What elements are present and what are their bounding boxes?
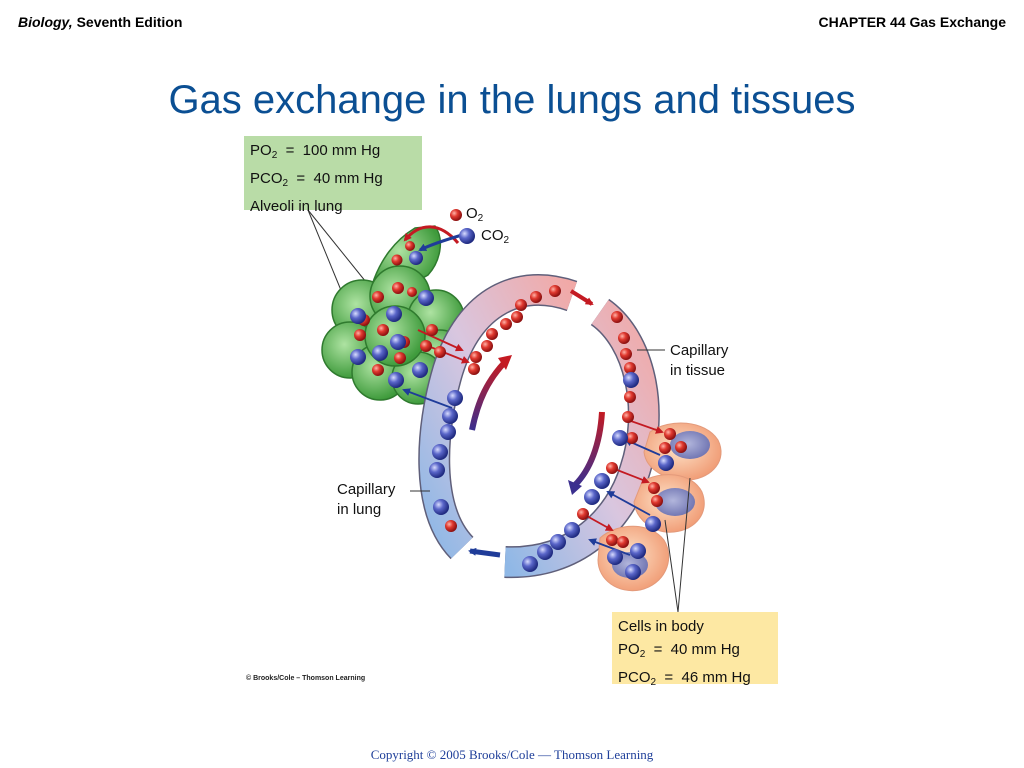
book-title-italic: Biology, — [18, 14, 73, 30]
lung-box-pointers — [307, 209, 367, 301]
o2-legend-icon — [450, 209, 462, 221]
lung-diffusion-arrows — [402, 225, 470, 409]
body-po2-line: PO2 = 40 mm Hg — [618, 641, 740, 660]
book-edition: Seventh Edition — [72, 14, 183, 30]
slide-title: Gas exchange in the lungs and tissues — [168, 78, 856, 122]
body-pco2-line: PCO2 = 46 mm Hg — [618, 669, 751, 688]
copyright-footer: Copyright © 2005 Brooks/Cole — Thomson L… — [370, 747, 654, 762]
co2-legend-icon — [459, 228, 475, 244]
lung-po2-line: PO2 = 100 mm Hg — [250, 142, 381, 161]
co2-legend-label: CO2 — [481, 227, 510, 246]
co2-molecules — [350, 251, 674, 580]
chapter-title: CHAPTER 44 Gas Exchange — [818, 14, 1006, 30]
body-partial-pressure-box: Cells in body PO2 = 40 mm Hg PCO2 = 46 m… — [612, 612, 778, 688]
lung-partial-pressure-box: PO2 = 100 mm Hg PCO2 = 40 mm Hg Alveoli … — [244, 136, 422, 215]
lung-caption: Alveoli in lung — [250, 198, 343, 215]
book-title: Biology, Seventh Edition — [18, 14, 182, 30]
o2-legend-label: O2 — [466, 205, 484, 224]
flow-arrow-up — [469, 359, 508, 431]
image-credit: © Brooks/Cole – Thomson Learning — [246, 675, 366, 682]
capillary-loop — [418, 274, 660, 579]
body-caption: Cells in body — [618, 618, 704, 635]
body-box-pointers — [664, 477, 691, 613]
flow-arrow-down — [572, 411, 605, 488]
capillary-lung-label: Capillary in lung — [337, 481, 396, 518]
capillary-tissue-label: Capillary in tissue — [670, 342, 729, 379]
lung-pco2-line: PCO2 = 40 mm Hg — [250, 170, 383, 189]
o2-molecules — [354, 241, 687, 548]
